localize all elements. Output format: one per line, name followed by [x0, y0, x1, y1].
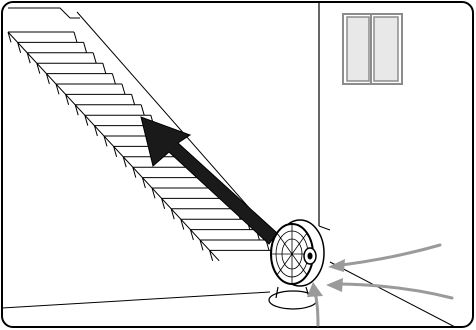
- intake-arrowhead-upper: [328, 259, 345, 272]
- window: [343, 14, 402, 84]
- intake-arrow-lower: [315, 292, 318, 325]
- intake-arrowhead-middle: [326, 278, 343, 292]
- wall-floor-junction: [319, 226, 330, 230]
- airflow-arrow-up-stairs: [141, 117, 277, 244]
- floor-line: [2, 292, 270, 308]
- intake-arrow-upper: [342, 245, 440, 265]
